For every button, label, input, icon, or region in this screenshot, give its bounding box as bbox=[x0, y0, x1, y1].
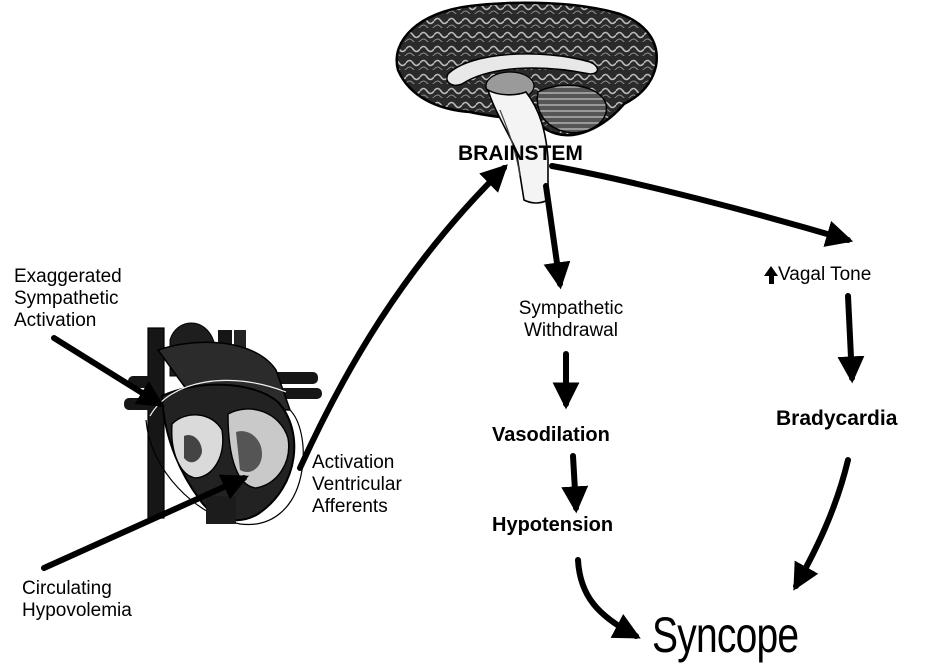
exaggerated-sympathetic-activation-label: Exaggerated Sympathetic Activation bbox=[14, 266, 122, 332]
arrow-brainstem-to-withdrawal bbox=[546, 186, 560, 284]
vasodilation-label: Vasodilation bbox=[492, 424, 610, 446]
brain-illustration bbox=[397, 3, 657, 203]
arrow-sympathetic-to-heart bbox=[54, 338, 160, 404]
brainstem-label: BRAINSTEM bbox=[458, 142, 583, 166]
arrow-bradycardia-to-syncope bbox=[796, 460, 848, 586]
arrow-brainstem-to-vagal bbox=[552, 166, 848, 240]
arrow-vagal-to-bradycardia bbox=[848, 296, 852, 378]
arrow-vasodilation-to-hypotension bbox=[573, 456, 576, 508]
vagal-tone-label: Vagal Tone bbox=[764, 264, 871, 286]
syncope-label: Syncope bbox=[652, 606, 798, 664]
up-arrow-icon bbox=[764, 266, 778, 284]
heart-illustration bbox=[124, 323, 322, 525]
arrow-afferents-to-brainstem bbox=[300, 168, 504, 468]
sympathetic-withdrawal-label: Sympathetic Withdrawal bbox=[496, 298, 646, 342]
arrow-hypotension-to-syncope bbox=[578, 560, 636, 636]
bradycardia-label: Bradycardia bbox=[776, 408, 897, 430]
activation-ventricular-afferents-label: Activation Ventricular Afferents bbox=[312, 452, 402, 518]
circulating-hypovolemia-label: Circulating Hypovolemia bbox=[22, 578, 132, 622]
hypotension-label: Hypotension bbox=[492, 514, 613, 536]
